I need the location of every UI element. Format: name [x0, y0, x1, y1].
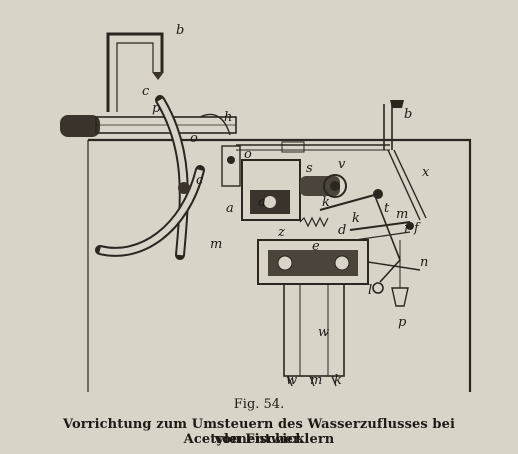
- label-l: l: [368, 283, 372, 298]
- label-o: o: [244, 147, 252, 162]
- figure-caption-line-2: von Fischer.: [214, 432, 304, 447]
- figure-caption-line-1: Vorrichtung zum Umsteuern des Wasserzufl…: [62, 417, 456, 447]
- label-k: k: [322, 195, 330, 210]
- label-w: w: [318, 325, 329, 340]
- rod-n: [367, 261, 421, 271]
- label-h: h: [224, 110, 232, 125]
- rod-spring: [281, 141, 305, 153]
- label-m: m: [210, 237, 222, 252]
- label-k-bottom: k: [334, 373, 342, 388]
- label-k1: k: [352, 211, 360, 226]
- lever-o: [221, 145, 241, 187]
- label-n: n: [420, 255, 428, 270]
- valve-v: [323, 174, 347, 198]
- label-w-bottom: w: [286, 373, 297, 388]
- label-b: b: [176, 23, 184, 38]
- label-a: a: [226, 201, 234, 216]
- lever-t: [349, 221, 411, 231]
- label-s: s: [306, 161, 313, 176]
- pivot-c1: [178, 182, 190, 194]
- label-m1: m: [396, 207, 408, 222]
- label-o1: o: [190, 131, 198, 146]
- figure-number: Fig. 54.: [233, 397, 285, 412]
- spring-z: [299, 216, 329, 228]
- label-v: v: [338, 157, 346, 172]
- nozzle-b: [152, 72, 164, 80]
- label-d: d: [338, 223, 346, 238]
- label-m2: m: [310, 373, 322, 388]
- pipe-b: [106, 32, 164, 112]
- pipe-b-inner: [116, 42, 154, 112]
- label-e: e: [312, 239, 320, 254]
- column-w: [283, 283, 345, 377]
- label-f: f: [413, 221, 421, 236]
- label-p1: p: [152, 101, 161, 116]
- pipe-b1: [383, 104, 393, 150]
- tank-outline: [88, 138, 472, 392]
- pipe-bend-h: [199, 113, 231, 136]
- label-p: p: [398, 315, 407, 330]
- label-x: x: [422, 165, 430, 180]
- label-z: z: [277, 225, 285, 240]
- label-t: t: [384, 201, 390, 216]
- lever-k: [319, 193, 379, 211]
- pipe-end-left: [60, 115, 100, 137]
- label-r: r: [404, 221, 411, 236]
- technical-drawing: b b c p o h o v s x c a a k k t m r f d …: [60, 23, 472, 392]
- cap-b1: [390, 100, 404, 108]
- valve-body: [300, 176, 340, 196]
- weight-p: [391, 287, 409, 307]
- label-a1: a: [258, 195, 266, 210]
- label-c1: c: [196, 173, 204, 188]
- label-c: c: [142, 84, 150, 99]
- label-b1: b: [404, 107, 412, 122]
